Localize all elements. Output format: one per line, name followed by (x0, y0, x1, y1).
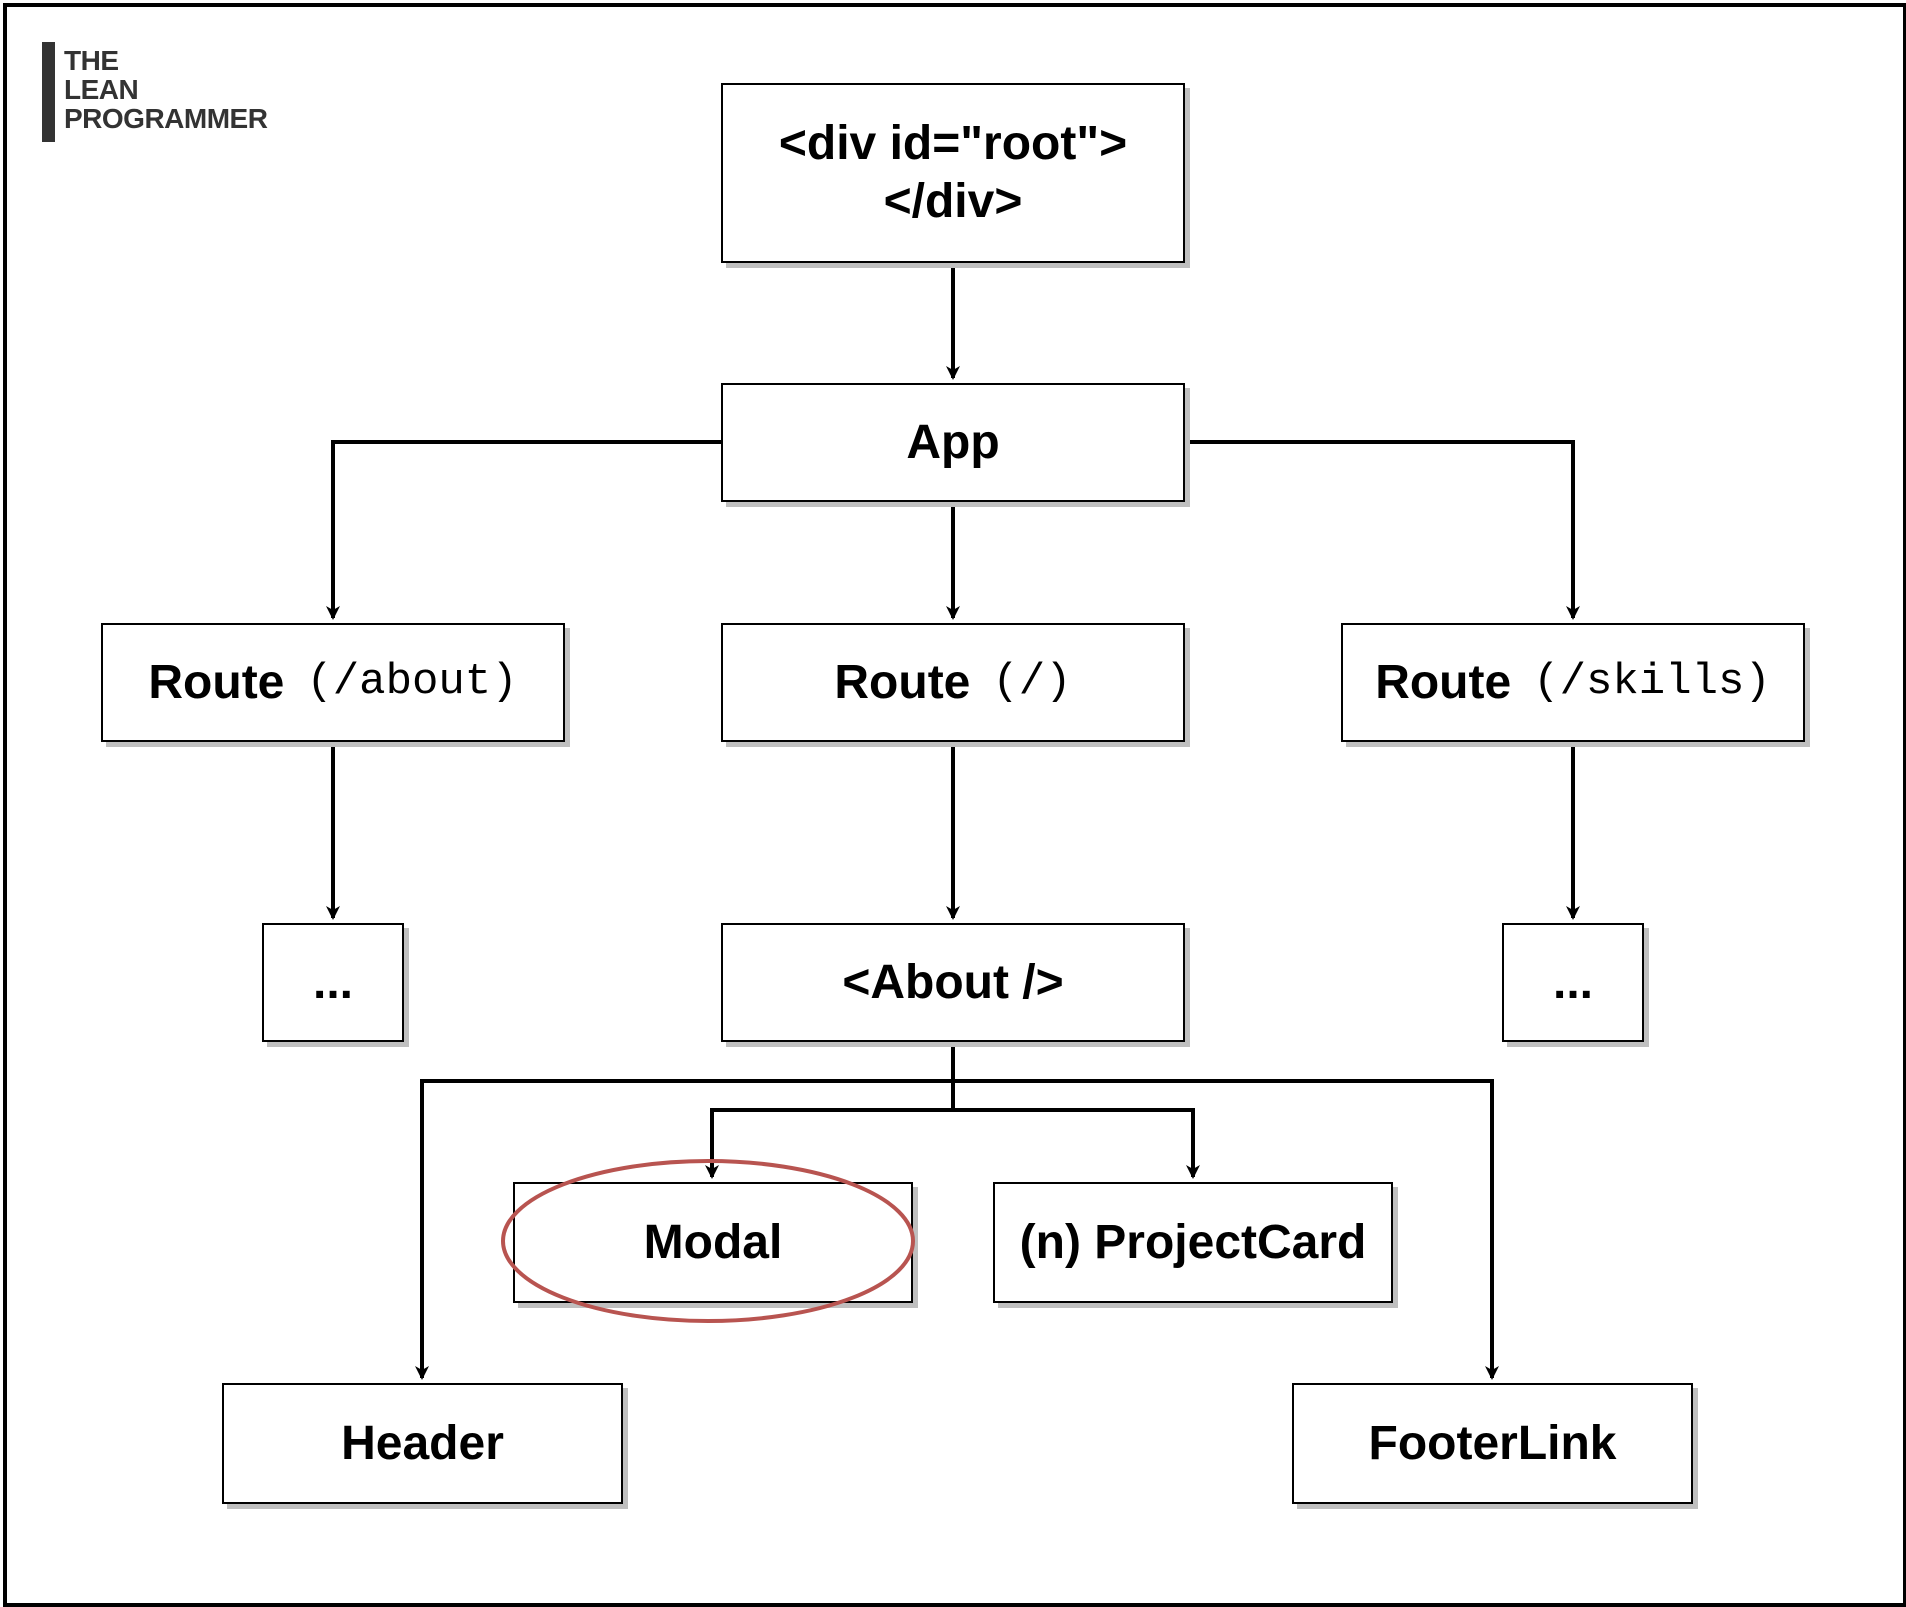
logo-line-3: PROGRAMMER (64, 103, 268, 134)
node-route-about-label: Route (148, 655, 285, 709)
edge-about-projectcard (953, 1108, 1200, 1179)
node-ellipsis-right-label: ... (1552, 955, 1593, 1009)
edge-about-footerlink (953, 1079, 1499, 1380)
node-app-label: App (906, 415, 1000, 469)
node-route-home-path: (/) (992, 657, 1072, 708)
node-root-line-2: </div> (883, 175, 1023, 228)
node-root: <div id="root"> </div> (721, 83, 1185, 263)
node-footer-link-label: FooterLink (1368, 1416, 1617, 1470)
node-project-card-label: (n) ProjectCard (1019, 1215, 1367, 1269)
edge-about-modal (705, 1108, 953, 1179)
node-route-about-path: (/about) (306, 657, 518, 708)
logo-bar (42, 42, 55, 142)
node-project-card: (n) ProjectCard (993, 1182, 1393, 1303)
node-route-about: Route (/about) (101, 623, 565, 742)
edge-about-header (415, 1079, 953, 1380)
modal-highlight-ellipse (501, 1159, 915, 1323)
node-modal-label: Modal (643, 1215, 783, 1269)
edge-app-route-skills (1185, 440, 1580, 620)
node-about: <About /> (721, 923, 1185, 1042)
node-app: App (721, 383, 1185, 502)
node-header: Header (222, 1383, 623, 1504)
logo-line-1: THE (64, 45, 119, 76)
node-route-skills: Route (/skills) (1341, 623, 1805, 742)
node-about-label: <About /> (842, 955, 1064, 1009)
node-route-skills-label: Route (1375, 655, 1512, 709)
edge-app-route-about (326, 440, 721, 620)
node-modal: Modal (513, 1182, 913, 1303)
node-route-skills-path: (/skills) (1533, 657, 1771, 708)
node-route-home: Route (/) (721, 623, 1185, 742)
logo-text: THE LEAN PROGRAMMER (64, 45, 268, 134)
node-footer-link: FooterLink (1292, 1383, 1693, 1504)
node-header-label: Header (341, 1416, 504, 1470)
node-ellipsis-left: ... (262, 923, 404, 1042)
node-route-home-label: Route (834, 655, 971, 709)
logo-line-2: LEAN (64, 74, 139, 105)
node-ellipsis-right: ... (1502, 923, 1644, 1042)
node-ellipsis-left-label: ... (312, 955, 353, 1009)
node-root-line-1: <div id="root"> (778, 117, 1128, 171)
